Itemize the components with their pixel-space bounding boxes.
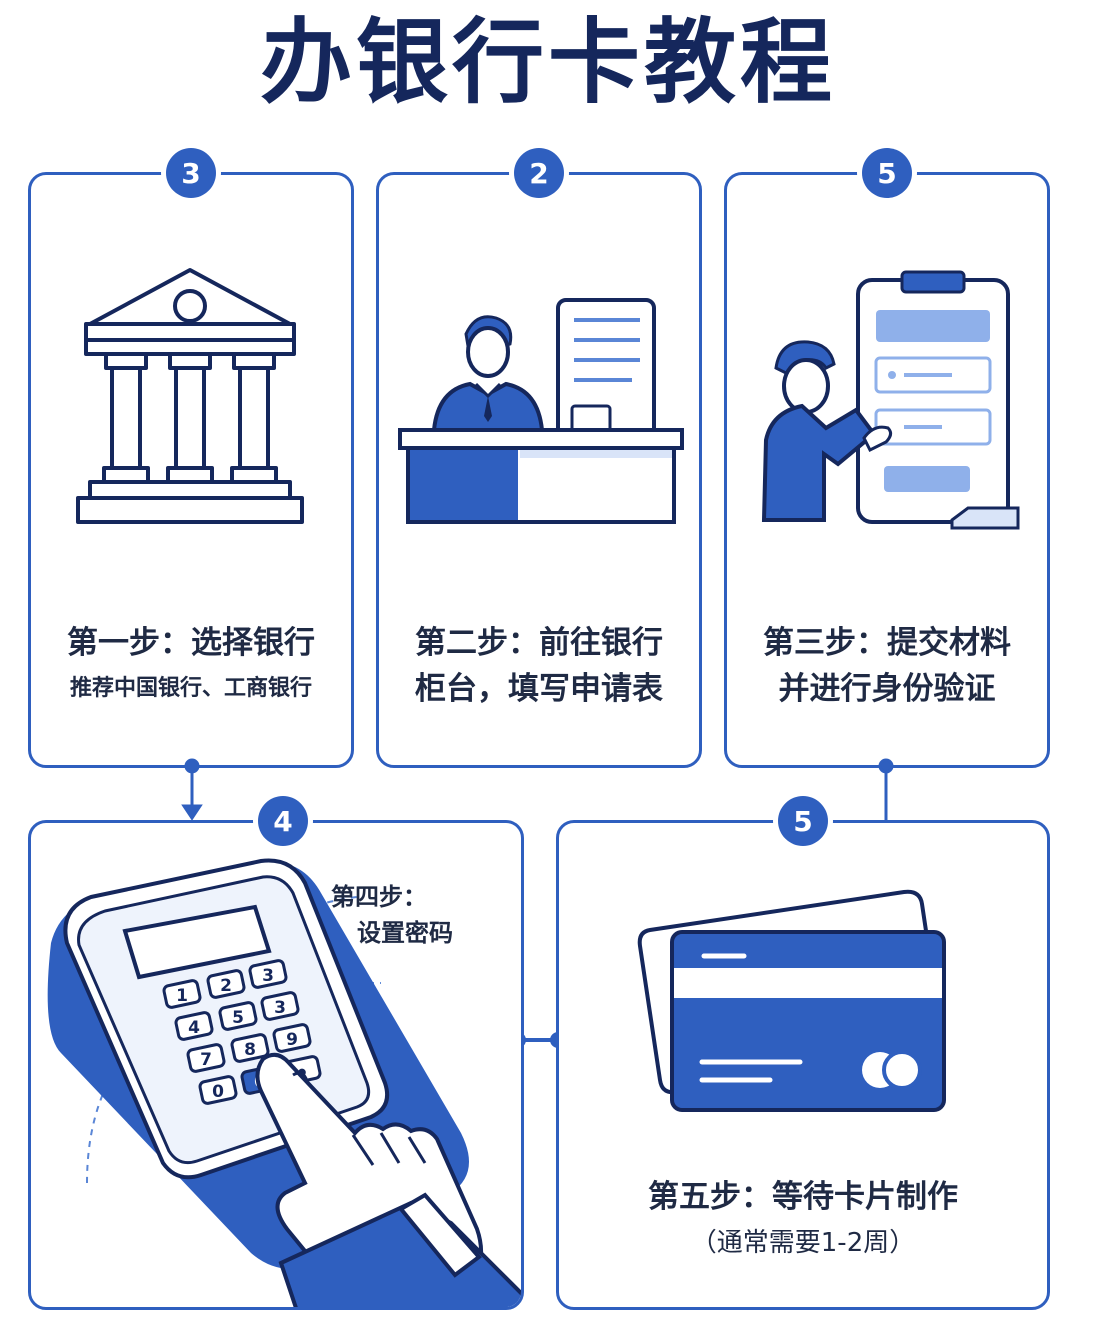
keypad-key: 2 (220, 976, 232, 996)
step-title-4: 第四步： (331, 883, 427, 911)
page-title: 办银行卡教程 (259, 9, 836, 116)
bank-card-icon (637, 889, 946, 1112)
step-caption-1: 第一步：选择银行 推荐中国银行、工商银行 (30, 620, 352, 712)
step-desc-2: 柜台，填写申请表 (415, 671, 663, 707)
step-desc-5: （通常需要1-2周） (690, 1228, 916, 1258)
step-badge-5: 5 (778, 796, 828, 846)
keypad-key: 4 (188, 1018, 200, 1038)
step-title-3: 第三步：提交材料 (763, 625, 1011, 661)
step-title-2: 第二步：前往银行 (415, 625, 663, 661)
bank-counter-icon (398, 298, 684, 524)
keypad-key: 0 (212, 1082, 224, 1102)
step-card-4: 1 2 3 4 5 3 7 8 9 0 0 (28, 820, 524, 1310)
step-desc-3: 并进行身份验证 (778, 671, 996, 707)
step-title-1: 第一步：选择银行 (67, 625, 315, 661)
keypad-key: 5 (232, 1008, 244, 1028)
keypad-key: 7 (200, 1050, 212, 1070)
bank-building-icon (76, 268, 304, 524)
step-desc-4: 设置密码 (357, 919, 453, 947)
step-badge-2: 2 (514, 148, 564, 198)
step-badge-1: 3 (166, 148, 216, 198)
keypad-key: 8 (244, 1040, 256, 1060)
keypad-key: 1 (176, 986, 188, 1006)
keypad-key: 3 (262, 966, 274, 986)
keypad-key: 3 (274, 998, 286, 1018)
step-caption-4: 第四步： 设置密码 (331, 879, 481, 951)
step-badge-4: 4 (258, 796, 308, 846)
pin-pad-icon: 1 2 3 4 5 3 7 8 9 0 0 (47, 858, 521, 1307)
step-caption-2: 第二步：前往银行 柜台，填写申请表 (378, 620, 700, 712)
identity-verification-icon (761, 270, 1020, 530)
step-badge-3: 5 (862, 148, 912, 198)
step-caption-5: 第五步：等待卡片制作 （通常需要1-2周） (558, 1174, 1048, 1266)
step-desc-1: 推荐中国银行、工商银行 (69, 676, 312, 701)
step-caption-3: 第三步：提交材料 并进行身份验证 (726, 620, 1048, 712)
keypad-key: 9 (286, 1030, 298, 1050)
step-title-5: 第五步：等待卡片制作 (648, 1179, 958, 1215)
